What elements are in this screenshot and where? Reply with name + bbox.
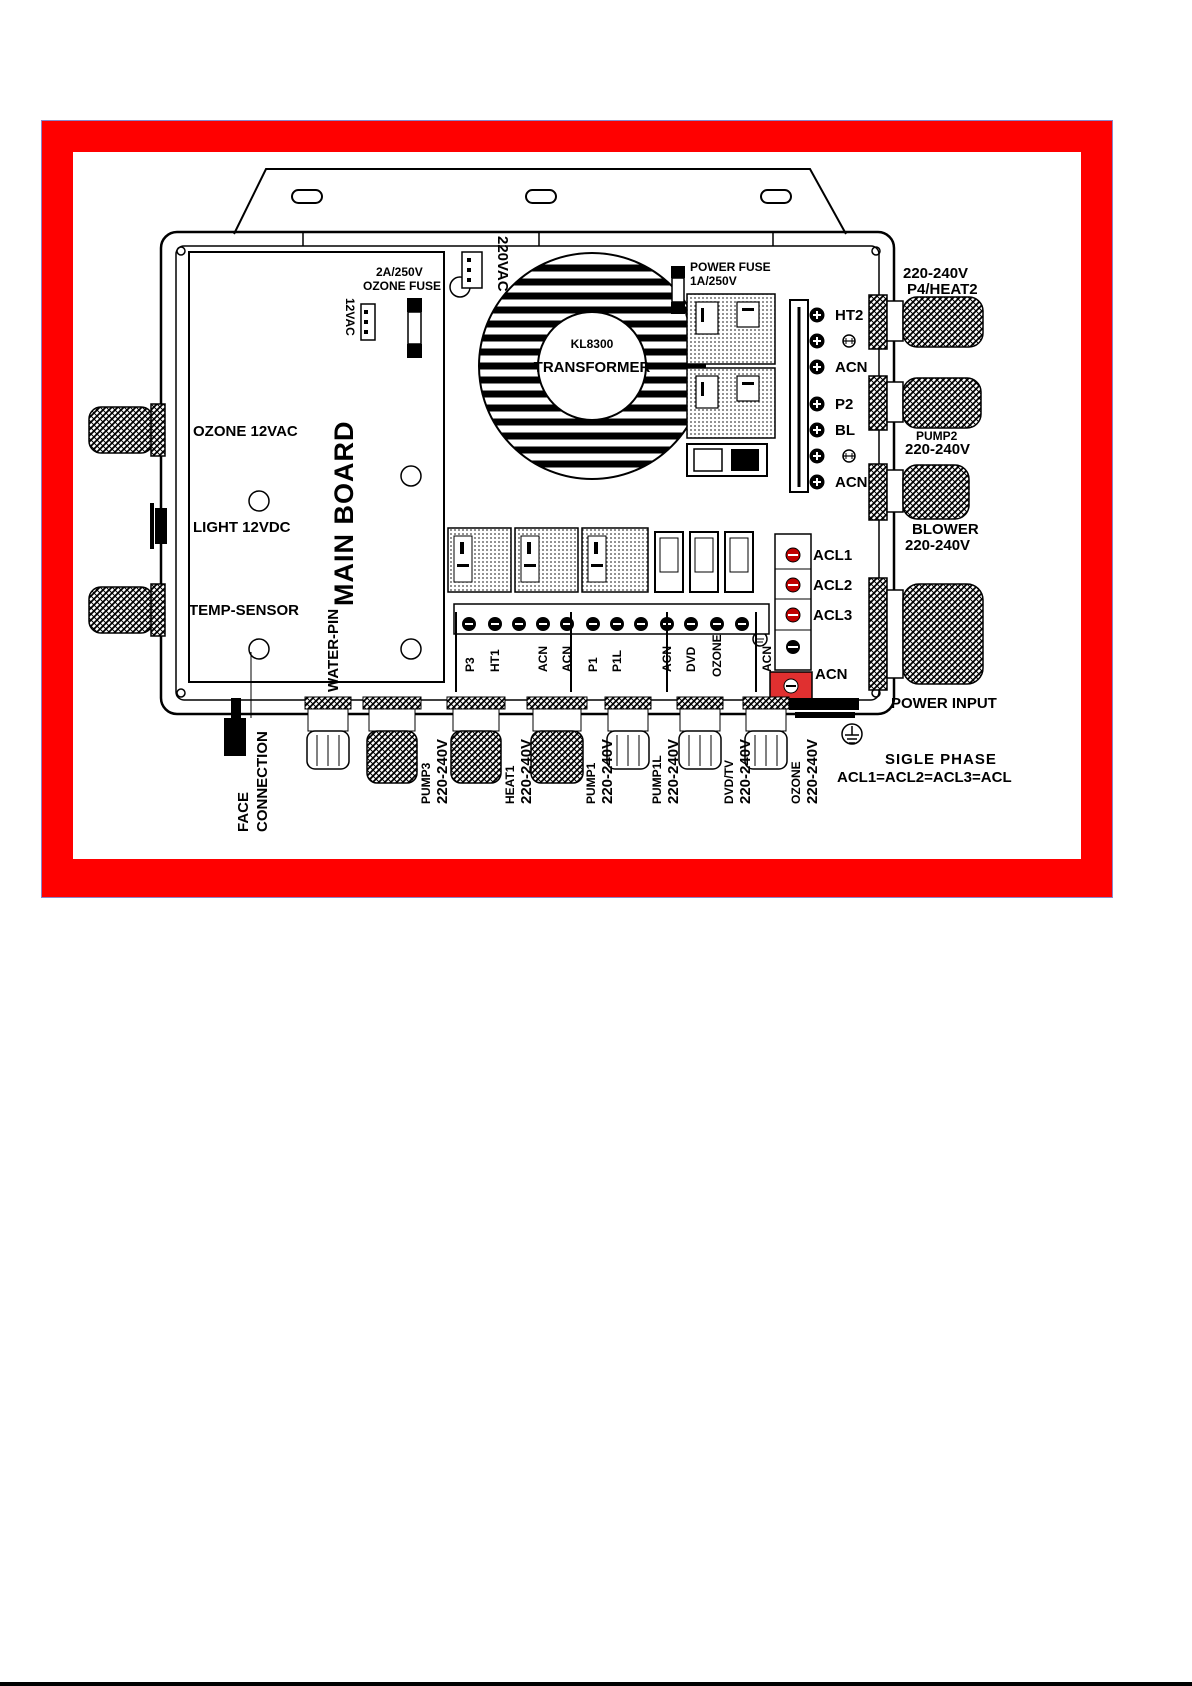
- terminal-label-acn-b2: ACN: [560, 646, 574, 672]
- port-label-pump2-voltage: 220-240V: [905, 441, 970, 458]
- port-label-power-input: POWER INPUT: [891, 695, 997, 712]
- port-label-ozone-bottom: OZONE: [789, 761, 803, 804]
- right-gland-power-input: [868, 577, 984, 691]
- port-label-p4-heat2: P4/HEAT2: [907, 281, 978, 298]
- terminal-label-acn-b4: ACN: [760, 646, 774, 672]
- vac220-label: 220VAC: [494, 236, 511, 292]
- bottom-gland-pump1l: [604, 696, 652, 770]
- upper-relay-1: [686, 293, 776, 365]
- right-gland-p4-heat2: [868, 294, 984, 350]
- upper-relay-3: [686, 443, 768, 477]
- upper-relay-2: [686, 367, 776, 439]
- mounting-flange: [233, 168, 847, 235]
- terminal-label-ht2: HT2: [835, 307, 863, 324]
- transformer-name: TRANSFORMER: [534, 359, 651, 376]
- terminal-label-p1: P1: [586, 657, 600, 672]
- right-gland-pump2: [868, 375, 982, 431]
- phase-note-equation: ACL1=ACL2=ACL3=ACL: [837, 769, 1012, 786]
- acl-terminal-column: [752, 533, 813, 701]
- left-gland-temp: [88, 583, 166, 637]
- main-board-label: MAIN BOARD: [329, 421, 359, 607]
- control-box-wiring-diagram: MAIN BOARD 12VAC 2A/250V OZONE FUSE 220V…: [88, 168, 1012, 832]
- left-gland-ozone: [88, 403, 166, 457]
- upper-terminal-strip: [789, 299, 856, 493]
- bottom-gland-heat1: [446, 696, 506, 784]
- port-label-heat1: HEAT1: [503, 765, 517, 804]
- terminal-label-p1l: P1L: [610, 650, 624, 672]
- power-fuse-rating: 1A/250V: [690, 274, 737, 288]
- port-label-pump3: PUMP3: [419, 762, 433, 804]
- port-label-pump1: PUMP1: [584, 762, 598, 804]
- bottom-terminal-strip: [453, 603, 770, 692]
- bottom-gland-pump1: [526, 696, 588, 784]
- port-label-ozone-bottom-voltage: 220-240V: [804, 739, 821, 804]
- port-label-pump1l-voltage: 220-240V: [665, 739, 682, 804]
- port-label-face: FACE: [235, 792, 252, 832]
- water-pin-label: WATER-PIN: [325, 609, 342, 692]
- lower-relays: [447, 527, 754, 593]
- ozone-fuse-symbol: [407, 298, 422, 358]
- wiring-diagram-panel: MAIN BOARD 12VAC 2A/250V OZONE FUSE 220V…: [73, 152, 1081, 859]
- port-label-blower: BLOWER: [912, 521, 979, 538]
- terminal-label-bl: BL: [835, 422, 855, 439]
- right-gland-blower: [868, 463, 970, 521]
- ozone-fuse-rating: 2A/250V: [376, 265, 423, 279]
- acl-label-2: ACL2: [813, 577, 852, 594]
- ground-bar: [789, 698, 863, 745]
- left-light-connector: [150, 503, 167, 549]
- port-label-temp: TEMP-SENSOR: [189, 602, 299, 619]
- transformer-model: KL8300: [571, 337, 614, 351]
- ac12-connector: [360, 303, 376, 341]
- vac220-connector: [461, 251, 483, 289]
- port-label-p4-heat2-voltage: 220-240V: [903, 265, 968, 282]
- port-label-pump2: PUMP2: [916, 429, 958, 443]
- bottom-gland-pump3: [362, 696, 422, 784]
- port-label-connection: CONNECTION: [254, 731, 271, 832]
- terminal-label-p2: P2: [835, 396, 853, 413]
- acl-label-3: ACL3: [813, 607, 852, 624]
- bottom-gland-ozone: [742, 696, 790, 770]
- bottom-gland-dvd-tv: [676, 696, 724, 770]
- port-label-ozone: OZONE 12VAC: [193, 423, 298, 440]
- terminal-label-acn-b3: ACN: [660, 646, 674, 672]
- terminal-label-ht1: HT1: [488, 649, 502, 672]
- terminal-label-acn-2: ACN: [835, 474, 868, 491]
- bottom-gland-water-pin: [304, 696, 352, 770]
- terminal-label-acn-b1: ACN: [536, 646, 550, 672]
- ac12-label: 12VAC: [343, 298, 357, 336]
- port-label-blower-voltage: 220-240V: [905, 537, 970, 554]
- terminal-label-ozone: OZONE: [710, 634, 724, 677]
- port-label-light: LIGHT 12VDC: [193, 519, 291, 536]
- terminal-label-acn-1: ACN: [835, 359, 868, 376]
- port-label-pump1l: PUMP1L: [650, 755, 664, 804]
- port-label-heat1-voltage: 220-240V: [518, 739, 535, 804]
- acl-label-1: ACL1: [813, 547, 852, 564]
- power-fuse-label: POWER FUSE: [690, 260, 771, 274]
- port-label-dvd-tv: DVD/TV: [722, 760, 736, 804]
- terminal-label-p3: P3: [463, 657, 477, 672]
- bottom-gland-face-connection: [224, 652, 252, 756]
- port-label-dvd-tv-voltage: 220-240V: [737, 739, 754, 804]
- port-label-pump3-voltage: 220-240V: [434, 739, 451, 804]
- ozone-fuse-label: OZONE FUSE: [363, 279, 441, 293]
- acl-label-acn: ACN: [815, 666, 848, 683]
- port-label-pump1-voltage: 220-240V: [599, 739, 616, 804]
- diagram-red-frame: MAIN BOARD 12VAC 2A/250V OZONE FUSE 220V…: [41, 120, 1113, 898]
- page-bottom-rule: [0, 1682, 1192, 1686]
- phase-note-title: SIGLE PHASE: [885, 751, 997, 768]
- terminal-label-dvd: DVD: [684, 646, 698, 672]
